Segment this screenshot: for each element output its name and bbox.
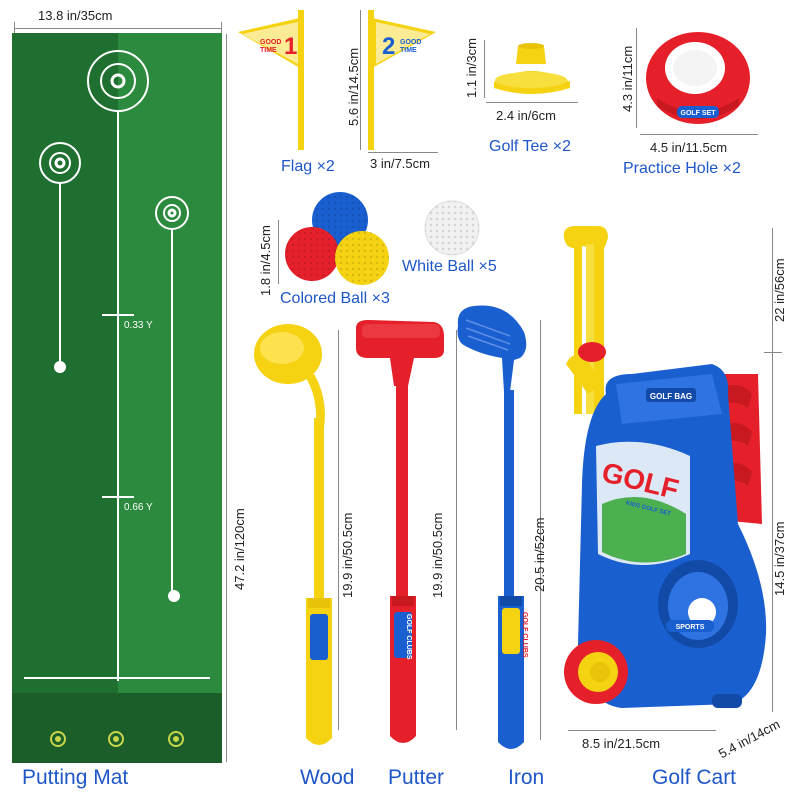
hole-width-line [640,134,758,135]
flag-name: Flag ×2 [281,158,335,175]
flag-1: 1 GOOD TIME [238,10,304,150]
golf-cart: GOLF BAG GOLF KIDS GOLF SET SPORTS [563,226,767,708]
cart-width-dimension: 8.5 in/21.5cm [582,736,661,751]
putting-mat [12,33,222,763]
right-hole [168,590,180,602]
practice-hole: GOLF SET [646,32,750,124]
flag-height-line [360,10,361,150]
colored-ball-dimension: 1.8 in/4.5cm [258,225,273,296]
flag-2-text-bottom: TIME [400,47,417,54]
ball-dim-line [278,220,279,284]
iron-dim-line [540,320,541,740]
putter-dim-line [456,330,457,730]
mat-name: Putting Mat [22,766,129,789]
tee-height-dimension: 1.1 in/3cm [464,38,479,98]
hole-name: Practice Hole ×2 [623,160,741,177]
mat-mark-2-label: 0.66 Y [124,502,153,513]
mat-bottom-band [12,693,222,763]
mat-left-half [12,33,118,763]
left-hole [54,361,66,373]
flag-1-number: 1 [284,33,297,60]
flag-width-line [368,152,438,153]
flag-height-dimension: 5.6 in/14.5cm [346,47,361,126]
golf-tee [494,43,570,94]
putter-dimension: 19.9 in/50.5cm [430,512,445,598]
mat-mark-1-label: 0.33 Y [124,320,153,331]
hole-height-line [636,28,637,128]
cart-height-separator [764,352,782,353]
white-ball [424,200,480,256]
iron-club [457,305,527,749]
colored-balls [285,192,389,285]
flag-2: 2 GOOD TIME [368,10,436,150]
mat-right-half [118,33,222,763]
hole-badge: GOLF SET [681,110,717,117]
flag-2-number: 2 [382,33,395,60]
mat-width-tick-right [221,22,222,34]
cart-sports: SPORTS [676,624,705,631]
flag-1-text-bottom: TIME [260,47,277,54]
cart-total-height-dimension: 22 in/56cm [772,258,787,322]
hole-height-dimension: 4.3 in/11cm [620,45,635,112]
mat-width-tick-left [14,22,15,34]
hole-width-dimension: 4.5 in/11.5cm [650,140,728,155]
colored-ball-name: Colored Ball ×3 [280,290,390,307]
white-ball-name: White Ball ×5 [402,258,497,275]
iron-grip-text: GOLF CLUBS [521,612,528,658]
iron-name: Iron [508,766,545,789]
flag-2-text-top: GOOD [400,39,421,46]
tee-width-dimension: 2.4 in/6cm [496,108,556,123]
cart-bag-label: GOLF BAG [650,392,692,401]
tee-height-line [484,40,485,98]
iron-dimension: 20.5 in/52cm [532,517,547,592]
cart-body-height-dimension: 14.5 in/37cm [772,521,787,596]
putter-club [356,320,444,743]
mat-bottom-dots [50,731,184,747]
tee-width-line [486,102,578,103]
putter-name: Putter [388,766,445,789]
tee-name: Golf Tee ×2 [489,138,571,155]
mat-length-dimension: 47.2 in/120cm [232,508,247,590]
cart-total-height-line [772,228,773,352]
cart-name: Golf Cart [652,766,737,789]
putter-grip-text: GOLF CLUBS [405,614,412,660]
mat-length-line [226,34,227,762]
wood-dim-line [338,330,339,730]
flag-1-text-top: GOOD [260,39,281,46]
cart-body-height-line [772,352,773,712]
wood-club [254,324,332,745]
mat-width-line [14,28,222,29]
mat-width-dimension: 13.8 in/35cm [38,8,113,23]
wood-name: Wood [300,766,355,789]
cart-width-line [568,730,716,731]
wood-grip-text: GOLF CLUBS [295,640,302,686]
flag-width-dimension: 3 in/7.5cm [370,156,430,171]
